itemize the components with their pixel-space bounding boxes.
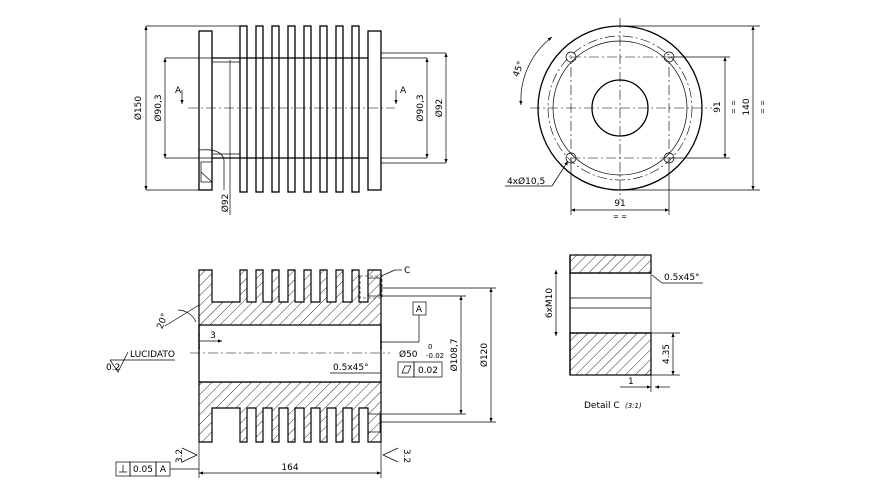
roughness-right: 3.2	[401, 449, 411, 463]
roughness-left: 3.2	[175, 449, 185, 463]
roughness-label: LUCIDATO	[130, 350, 175, 360]
equal-mark-horizontal: = =	[613, 213, 627, 221]
chamfer-callout: 0.5x45°	[333, 363, 369, 373]
datum-a: A	[416, 305, 423, 315]
flange-view: 45° 91 = = 140 = = 91 = = 4xØ10,5	[505, 18, 767, 221]
thread-callout: 6xM10	[545, 288, 555, 319]
detail-chamfer: 0.5x45°	[664, 273, 700, 283]
dim-holes-vertical: 91	[713, 101, 723, 112]
angle-20: 20°	[156, 312, 171, 330]
cylindricity-value: 0.02	[418, 366, 438, 376]
dim-108-7: Ø108,7	[449, 339, 460, 372]
perpendicularity-datum: A	[160, 465, 167, 475]
dim-outer-140: 140	[742, 98, 752, 115]
detail-c-view: 0.5x45° 6xM10 4.35 1 Detail C (3:1)	[545, 254, 703, 411]
roughness-value: 0.2	[106, 363, 120, 373]
dim-outer-diameter: Ø150	[133, 96, 144, 121]
angle-45: 45°	[512, 60, 527, 78]
section-view: C 20° 3 LUCIDATO 0.2 A Ø50 0 -0.02 0.5x4…	[106, 266, 496, 478]
tolerance-lower: -0.02	[426, 352, 444, 360]
detail-dim-1: 1	[628, 377, 634, 387]
detail-scale: (3:1)	[625, 402, 642, 410]
detail-depth: 4.35	[662, 344, 672, 364]
bore-diameter: Ø50	[399, 349, 418, 360]
dim-length: 164	[281, 463, 298, 473]
front-view: Ø150 Ø90,3 Ø90,3 Ø92 Ø92 A A	[133, 25, 448, 215]
equal-mark-vertical: = =	[730, 100, 738, 114]
section-label-right: A	[400, 86, 407, 96]
holes-callout: 4xØ10,5	[507, 176, 545, 187]
perpendicularity-value: 0.05	[133, 465, 153, 475]
dim-left-bore: Ø90,3	[153, 94, 164, 121]
dim-right-bore: Ø90,3	[415, 94, 426, 121]
dim-right-outer: Ø92	[434, 99, 445, 118]
detail-caption: Detail C	[584, 401, 620, 411]
section-label-left: A	[175, 86, 182, 96]
lower-section-hatch	[198, 381, 382, 443]
dim-3: 3	[210, 331, 216, 341]
detail-ref-c: C	[404, 266, 410, 276]
dim-120: Ø120	[479, 343, 490, 368]
tolerance-upper: 0	[428, 343, 432, 351]
equal-mark-outer: = =	[759, 100, 767, 114]
front-fins	[239, 25, 360, 193]
dim-holes-horizontal: 91	[614, 199, 625, 209]
dim-bottom-diameter: Ø92	[220, 194, 231, 213]
